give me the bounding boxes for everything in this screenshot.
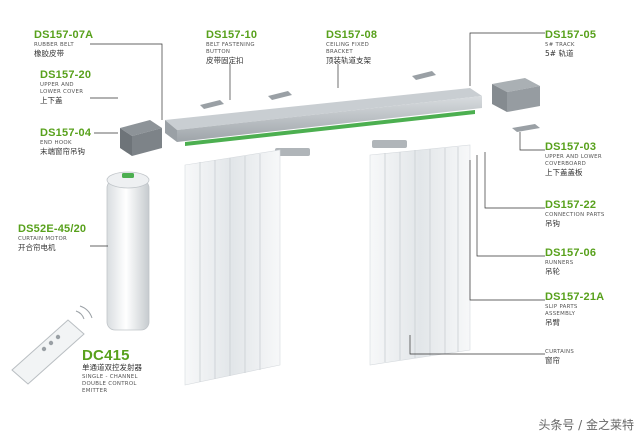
end-cover-right bbox=[492, 78, 540, 112]
track-rail bbox=[165, 88, 482, 142]
part-name-zh: 末端窗帘吊钩 bbox=[40, 147, 85, 156]
label-ds157-08: DS157-08 CEILING FIXED BRACKET 顶装轨道支架 bbox=[326, 30, 377, 66]
part-name-zh: 顶装轨道支架 bbox=[326, 56, 371, 65]
label-ds157-21a: DS157-21A SLIP PARTS ASSEMBLY 吊臂 bbox=[545, 292, 604, 328]
leader-lines bbox=[90, 32, 545, 355]
part-code: DS157-08 bbox=[326, 29, 378, 41]
label-curtains: CURTAINS 窗帘 bbox=[545, 348, 574, 366]
part-name-zh: 上下盖 bbox=[40, 96, 63, 105]
part-code: DS157-07A bbox=[34, 29, 94, 41]
ceiling-brackets bbox=[200, 71, 436, 109]
part-name-zh: 吊轮 bbox=[545, 267, 560, 276]
part-code: DS157-22 bbox=[545, 199, 597, 211]
part-name-en: UPPER AND LOWER COVERBOARD bbox=[545, 154, 602, 167]
part-name-zh: 橡胶皮带 bbox=[34, 49, 64, 58]
label-ds157-20: DS157-20 UPPER AND LOWER COVER 上下盖 bbox=[40, 70, 91, 106]
label-ds157-05: DS157-05 5# TRACK 5# 轨道 bbox=[545, 30, 596, 59]
part-name-en: RUBBER BELT bbox=[34, 42, 74, 48]
label-dc415: DC415 单通道双控发射器 SINGLE - CHANNEL DOUBLE C… bbox=[82, 348, 142, 395]
part-name-en: SLIP PARTS ASSEMBLY bbox=[545, 304, 578, 317]
connection-parts bbox=[275, 140, 407, 156]
part-code: DS157-03 bbox=[545, 141, 597, 153]
label-ds157-03: DS157-03 UPPER AND LOWER COVERBOARD 上下盖盖… bbox=[545, 142, 602, 178]
part-code: DS157-10 bbox=[206, 29, 258, 41]
label-ds157-06: DS157-06 RUNNERS 吊轮 bbox=[545, 248, 596, 277]
part-name-en: CONNECTION PARTS bbox=[545, 212, 605, 218]
part-code: DS157-06 bbox=[545, 247, 597, 259]
label-ds157-22: DS157-22 CONNECTION PARTS 吊钩 bbox=[545, 200, 605, 229]
part-name-zh: 单通道双控发射器 bbox=[82, 363, 142, 372]
end-cover-left bbox=[120, 120, 162, 156]
part-name-en: UPPER AND LOWER COVER bbox=[40, 82, 84, 95]
part-name-zh: 吊钩 bbox=[545, 219, 560, 228]
part-name-en: END HOOK bbox=[40, 140, 72, 146]
part-code: DS157-04 bbox=[40, 127, 92, 139]
watermark-text: 头条号 / 金之莱特 bbox=[538, 418, 634, 432]
part-name-en: SINGLE - CHANNEL DOUBLE CONTROL EMITTER bbox=[82, 374, 138, 394]
part-code: DS157-20 bbox=[40, 69, 92, 81]
part-code: DC415 bbox=[82, 347, 130, 364]
label-ds157-07a: DS157-07A RUBBER BELT 橡胶皮带 bbox=[34, 30, 93, 59]
coverboard bbox=[512, 124, 540, 132]
remote-emitter bbox=[11, 305, 93, 385]
part-name-en: CURTAINS bbox=[545, 349, 575, 355]
part-name-zh: 开合帘电机 bbox=[18, 243, 56, 252]
part-name-zh: 5# 轨道 bbox=[545, 49, 574, 58]
part-code: DS157-21A bbox=[545, 291, 605, 303]
part-name-en: BELT FASTENING BUTTON bbox=[206, 42, 255, 55]
curtain-motor bbox=[106, 171, 150, 331]
label-ds52e: DS52E-45/20 CURTAIN MOTOR 开合帘电机 bbox=[18, 224, 86, 253]
part-name-en: RUNNERS bbox=[545, 260, 574, 266]
curtain-right bbox=[369, 144, 471, 366]
label-ds157-04: DS157-04 END HOOK 末端窗帘吊钩 bbox=[40, 128, 91, 157]
rubber-belt bbox=[185, 110, 475, 146]
label-ds157-10: DS157-10 BELT FASTENING BUTTON 皮带固定扣 bbox=[206, 30, 257, 66]
part-name-zh: 窗帘 bbox=[545, 356, 560, 365]
part-name-en: 5# TRACK bbox=[545, 42, 575, 48]
part-name-zh: 吊臂 bbox=[545, 318, 560, 327]
part-code: DS52E-45/20 bbox=[18, 223, 87, 235]
part-code: DS157-05 bbox=[545, 29, 597, 41]
part-name-zh: 皮带固定扣 bbox=[206, 56, 244, 65]
curtain-left bbox=[184, 149, 281, 386]
part-name-zh: 上下盖盖板 bbox=[545, 168, 583, 177]
part-name-en: CURTAIN MOTOR bbox=[18, 236, 68, 242]
part-name-en: CEILING FIXED BRACKET bbox=[326, 42, 370, 55]
